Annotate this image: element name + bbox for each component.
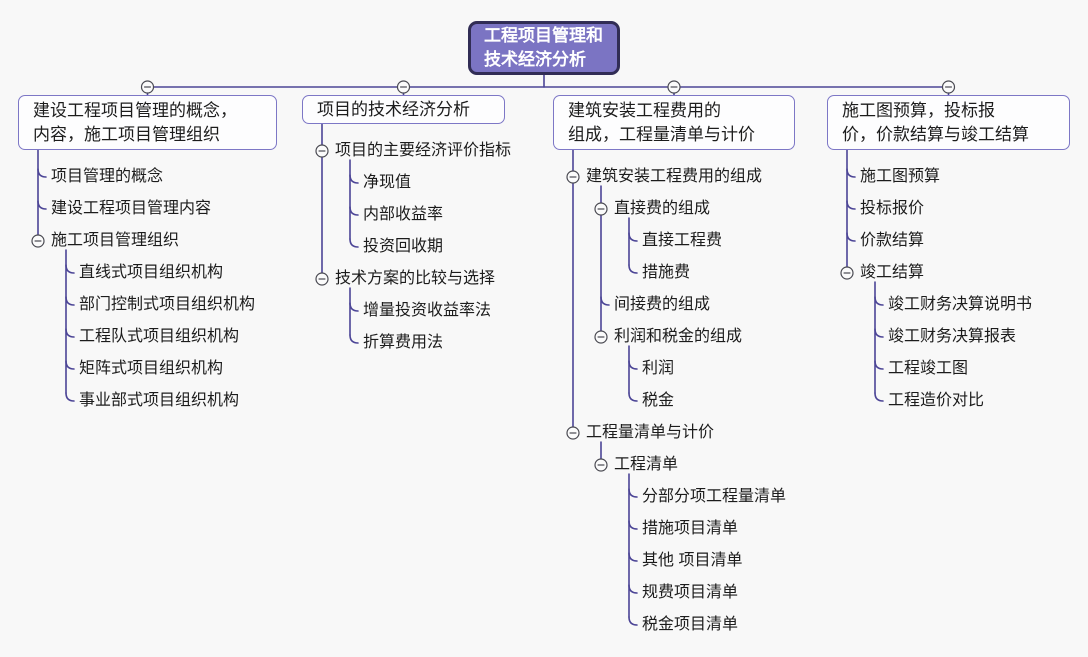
root-topic-node[interactable]: 工程项目管理和 技术经济分析 bbox=[468, 21, 620, 75]
connector-line bbox=[628, 360, 638, 370]
collapse-icon[interactable] bbox=[566, 426, 580, 440]
branch-topic-node[interactable]: 项目的技术经济分析 bbox=[302, 95, 505, 124]
connector-line bbox=[846, 168, 856, 178]
node-label[interactable]: 措施项目清单 bbox=[642, 520, 739, 537]
node-label[interactable]: 投资回收期 bbox=[363, 238, 444, 255]
connector-line bbox=[628, 392, 638, 402]
connector-line bbox=[349, 302, 359, 312]
connector-line bbox=[874, 328, 884, 338]
branch-topic-node[interactable]: 施工图预算，投标报价，价款结算与竣工结算 bbox=[827, 95, 1070, 150]
collapse-icon[interactable] bbox=[594, 202, 608, 216]
connector-line bbox=[628, 488, 638, 498]
node-label[interactable]: 施工图预算 bbox=[860, 168, 941, 185]
connector-line bbox=[65, 392, 75, 402]
node-label[interactable]: 增量投资收益率法 bbox=[363, 302, 492, 319]
node-label[interactable]: 工程量清单与计价 bbox=[586, 424, 715, 441]
node-label[interactable]: 竣工财务决算报表 bbox=[888, 328, 1017, 345]
connector-line bbox=[628, 232, 638, 242]
node-label[interactable]: 项目的主要经济评价指标 bbox=[335, 142, 512, 159]
connector-line bbox=[65, 360, 75, 370]
node-label[interactable]: 间接费的组成 bbox=[614, 296, 711, 313]
connector-line bbox=[874, 360, 884, 370]
node-label[interactable]: 项目管理的概念 bbox=[51, 168, 164, 185]
node-label[interactable]: 税金 bbox=[642, 392, 675, 409]
branch-topic-node[interactable]: 建设工程项目管理的概念， 内容，施工项目管理组织 bbox=[18, 95, 277, 150]
connector-line bbox=[874, 392, 884, 402]
node-label[interactable]: 折算费用法 bbox=[363, 334, 444, 351]
connector-line bbox=[846, 232, 856, 242]
connector-line bbox=[628, 552, 638, 562]
collapse-icon[interactable] bbox=[566, 170, 580, 184]
collapse-icon[interactable] bbox=[667, 80, 681, 94]
connector-line bbox=[874, 296, 884, 306]
connector-line bbox=[65, 328, 75, 338]
node-label[interactable]: 矩阵式项目组织机构 bbox=[79, 360, 224, 377]
node-label[interactable]: 建设工程项目管理内容 bbox=[51, 200, 212, 217]
node-label[interactable]: 工程造价对比 bbox=[888, 392, 985, 409]
connector-line bbox=[349, 174, 359, 184]
node-label[interactable]: 内部收益率 bbox=[363, 206, 444, 223]
branch-topic-node[interactable]: 建筑安装工程费用的组成，工程量清单与计价 bbox=[553, 95, 795, 150]
node-label[interactable]: 工程清单 bbox=[614, 456, 679, 473]
connector-line bbox=[349, 334, 359, 344]
collapse-icon[interactable] bbox=[840, 266, 854, 280]
node-label[interactable]: 施工项目管理组织 bbox=[51, 232, 180, 249]
connector-line bbox=[37, 168, 47, 178]
collapse-icon[interactable] bbox=[941, 80, 956, 94]
node-label[interactable]: 事业部式项目组织机构 bbox=[79, 392, 240, 409]
node-label[interactable]: 其他 项目清单 bbox=[642, 552, 743, 569]
collapse-icon[interactable] bbox=[31, 234, 45, 248]
connector-line bbox=[600, 296, 610, 306]
connector-line bbox=[37, 200, 47, 210]
node-label[interactable]: 直接费的组成 bbox=[614, 200, 711, 217]
connector-line bbox=[349, 206, 359, 216]
node-label[interactable]: 利润和税金的组成 bbox=[614, 328, 743, 345]
branch-topic-line: 组成，工程量清单与计价 bbox=[568, 124, 755, 144]
branch-topic-line: 施工图预算，投标报 bbox=[842, 100, 995, 120]
node-label[interactable]: 工程竣工图 bbox=[888, 360, 969, 377]
node-label[interactable]: 利润 bbox=[642, 360, 675, 377]
branch-topic-line: 建设工程项目管理的概念， bbox=[33, 100, 237, 120]
branch-topic-line: 建筑安装工程费用的 bbox=[568, 100, 721, 120]
node-label[interactable]: 技术方案的比较与选择 bbox=[335, 270, 496, 287]
node-label[interactable]: 竣工结算 bbox=[860, 264, 925, 281]
connector-line bbox=[65, 264, 75, 274]
collapse-icon[interactable] bbox=[594, 330, 608, 344]
node-label[interactable]: 直线式项目组织机构 bbox=[79, 264, 224, 281]
node-label[interactable]: 净现值 bbox=[363, 174, 412, 191]
node-label[interactable]: 工程队式项目组织机构 bbox=[79, 328, 240, 345]
collapse-icon[interactable] bbox=[315, 272, 329, 286]
collapse-icon[interactable] bbox=[396, 80, 411, 94]
branch-topic-line: 价，价款结算与竣工结算 bbox=[842, 124, 1029, 144]
connector-line bbox=[628, 616, 638, 626]
connector-line bbox=[65, 296, 75, 306]
root-topic-line2: 技术经济分析 bbox=[484, 50, 586, 69]
node-label[interactable]: 分部分项工程量清单 bbox=[642, 488, 787, 505]
connector-line bbox=[628, 264, 638, 274]
collapse-icon[interactable] bbox=[594, 458, 608, 472]
connector-line bbox=[628, 584, 638, 594]
branch-topic-line: 内容，施工项目管理组织 bbox=[33, 124, 220, 144]
root-topic-line1: 工程项目管理和 bbox=[484, 26, 603, 45]
node-label[interactable]: 价款结算 bbox=[860, 232, 925, 249]
connector-line bbox=[846, 200, 856, 210]
node-label[interactable]: 直接工程费 bbox=[642, 232, 723, 249]
node-label[interactable]: 竣工财务决算说明书 bbox=[888, 296, 1033, 313]
node-label[interactable]: 税金项目清单 bbox=[642, 616, 739, 633]
node-label[interactable]: 规费项目清单 bbox=[642, 584, 739, 601]
collapse-icon[interactable] bbox=[315, 144, 329, 158]
connector-line bbox=[349, 238, 359, 248]
node-label[interactable]: 建筑安装工程费用的组成 bbox=[586, 168, 763, 185]
node-label[interactable]: 部门控制式项目组织机构 bbox=[79, 296, 256, 313]
node-label[interactable]: 投标报价 bbox=[860, 200, 925, 217]
collapse-icon[interactable] bbox=[140, 80, 155, 94]
branch-topic-line: 项目的技术经济分析 bbox=[317, 99, 470, 119]
node-label[interactable]: 措施费 bbox=[642, 264, 691, 281]
connector-line bbox=[628, 520, 638, 530]
